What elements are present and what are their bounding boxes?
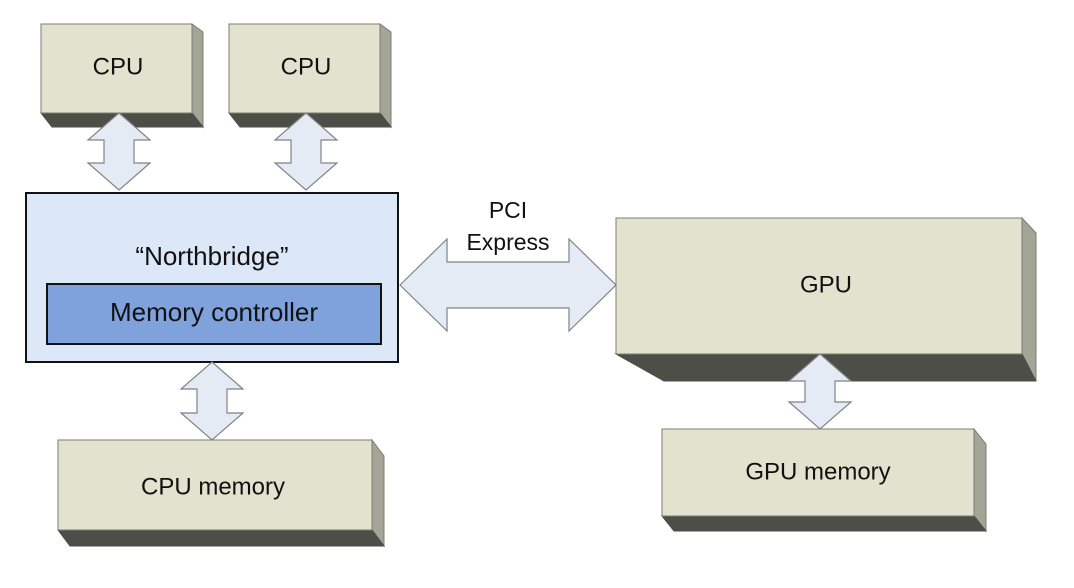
pci-express-label-line1: PCI [489, 197, 527, 223]
cpu-box-2-face [228, 23, 381, 114]
memory-controller-label: Memory controller [110, 297, 318, 327]
cpu-box-2-side [379, 23, 392, 129]
gpu-box-side [1021, 216, 1037, 382]
gpu-memory-label: GPU memory [745, 458, 890, 485]
cpu-memory-label: CPU memory [141, 473, 285, 500]
arrow-northbridge-cpumemory [179, 361, 245, 441]
memory-controller-box [46, 283, 382, 345]
cpu-box-1: CPU [39, 23, 205, 129]
gpu-label: GPU [800, 271, 852, 298]
gpu-memory-box-side [973, 427, 987, 533]
cpu-memory-box-bottom [57, 529, 385, 547]
cpu-label-2: CPU [281, 53, 332, 80]
gpu-box: GPU [614, 216, 1037, 382]
gpu-memory-box-face [661, 428, 975, 517]
arrow-cpu2-northbridge [273, 112, 339, 191]
cpu-box-1-face [40, 23, 193, 114]
cpu-box-2: CPU [227, 23, 393, 129]
cpu-memory-box: CPU memory [57, 438, 385, 548]
arrow-cpu1-northbridge [86, 112, 152, 191]
northbridge-box: “Northbridge” Memory controller [25, 192, 399, 363]
gpu-box-face [615, 217, 1023, 355]
cpu-label-1: CPU [93, 53, 144, 80]
northbridge-label: “Northbridge” [135, 241, 288, 271]
cpu-box-1-side [191, 23, 204, 129]
gpu-memory-box: GPU memory [660, 427, 988, 533]
cpu-memory-box-face [57, 439, 373, 531]
pci-express-label-line2: Express [466, 229, 549, 255]
cpu-memory-box-side [371, 438, 385, 548]
gpu-memory-box-bottom [660, 515, 988, 532]
